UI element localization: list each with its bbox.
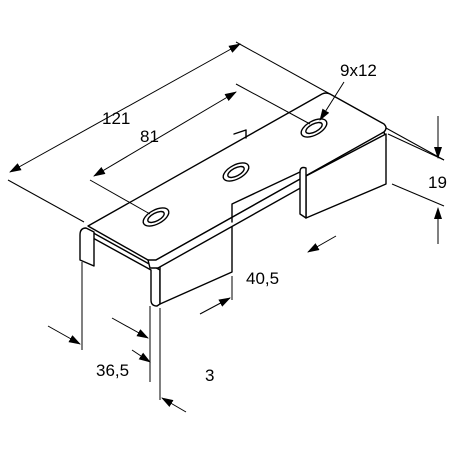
label-leg-width: 36,5 (96, 361, 129, 380)
slot-right-inner (305, 121, 323, 135)
label-slot-size: 9x12 (340, 61, 377, 80)
dim-121-line (9, 43, 241, 173)
dim-36-arrow-right (111, 317, 149, 339)
label-height: 19 (428, 173, 447, 192)
dim-81-ext-right (235, 83, 311, 125)
right-leg-side (299, 166, 307, 219)
label-overall-length: 121 (102, 109, 130, 128)
dim-121-ext-right (385, 127, 445, 161)
dim-81-line (93, 91, 237, 177)
dimension-labels: 121 81 9x12 19 40,5 36,5 3 (96, 61, 447, 385)
dim-19-ext-bottom (391, 183, 445, 207)
center-gap (231, 171, 301, 223)
dim-3-arrow-bottom (161, 397, 187, 413)
connector-part (79, 92, 387, 307)
dim-36-arrow-left (47, 325, 81, 345)
dim-3-arrow-top (131, 349, 151, 363)
label-leg-length: 40,5 (246, 269, 279, 288)
dim-40-arrow-left (199, 297, 231, 315)
dim-121-ext-right-2 (235, 41, 331, 95)
dim-19-ext-top (387, 133, 445, 161)
dim-slot-leader (319, 81, 345, 121)
dim-81-ext-left (89, 179, 151, 215)
dim-121-ext-left (7, 179, 85, 223)
slot-left-inner (147, 210, 165, 224)
left-leg-side (79, 227, 95, 267)
dim-40-arrow-right (307, 235, 337, 253)
dimension-lines (7, 41, 445, 413)
label-thickness: 3 (205, 366, 214, 385)
plate-notch (233, 129, 247, 139)
label-hole-spacing: 81 (140, 127, 159, 146)
